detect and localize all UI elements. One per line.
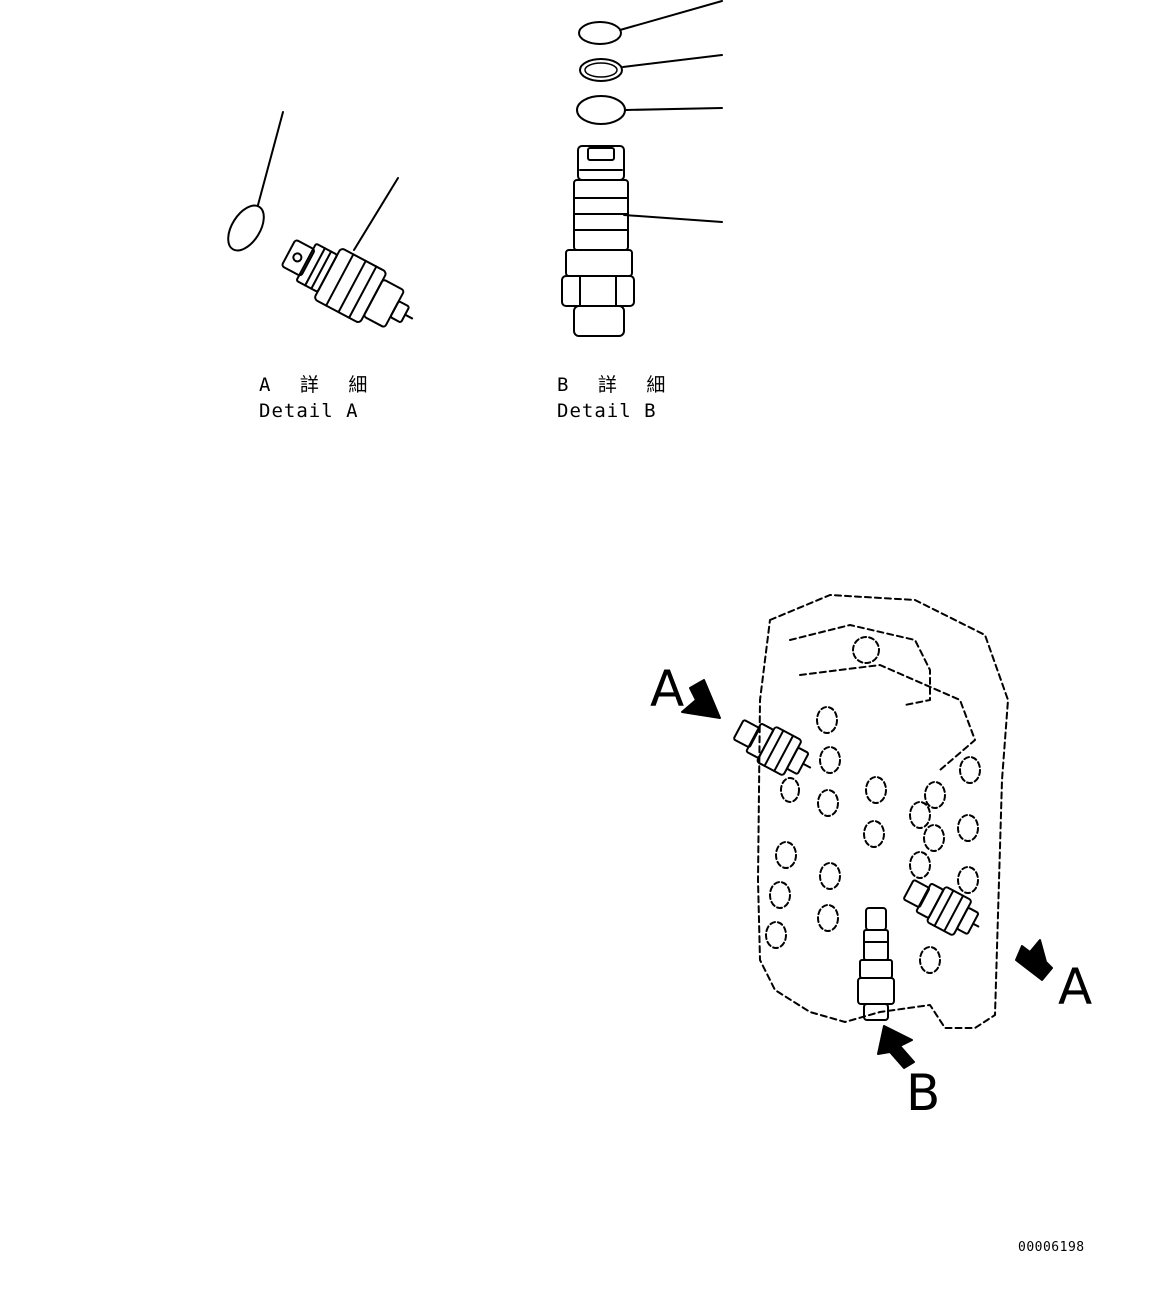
o-ring-b-top [578, 21, 622, 45]
arrow-a-right-icon [1015, 939, 1053, 981]
detail-a-assembly [227, 111, 414, 328]
relief-valve-a [281, 239, 414, 328]
callout-a-right: A [1058, 958, 1093, 1016]
backup-ring-b [579, 58, 623, 82]
leader-line-backup-ring-b [622, 54, 723, 68]
installed-valve-b [857, 907, 895, 1021]
installed-valve-a-upper [733, 719, 812, 776]
o-ring-a [227, 204, 265, 252]
callout-a-left: A [650, 660, 685, 718]
detail-b-caption-jp: B 詳 細 [557, 374, 675, 396]
relief-valve-b [561, 145, 635, 337]
detail-b-caption-en: Detail B [557, 400, 657, 422]
control-valve-body [757, 594, 1009, 1029]
detail-a-caption-en: Detail A [259, 400, 359, 422]
arrow-b-icon [877, 1025, 915, 1069]
o-ring-b-bottom [576, 95, 626, 125]
callout-b: B [906, 1064, 941, 1122]
detail-b-assembly [561, 0, 723, 337]
leader-line-oring-b-top [619, 0, 723, 31]
drawing-number: 00006198 [1018, 1240, 1085, 1255]
installed-valve-a-lower [903, 879, 980, 936]
backup-ring-b-inner [584, 62, 618, 78]
leader-line-valve-a [353, 177, 399, 251]
leader-line-oring-b-bottom [625, 107, 723, 111]
port-holes [765, 706, 981, 974]
arrow-a-left-icon [681, 679, 721, 719]
leader-line-valve-b [623, 214, 723, 223]
leader-line-oring-a [257, 111, 284, 206]
detail-a-caption-jp: A 詳 細 [259, 374, 377, 396]
